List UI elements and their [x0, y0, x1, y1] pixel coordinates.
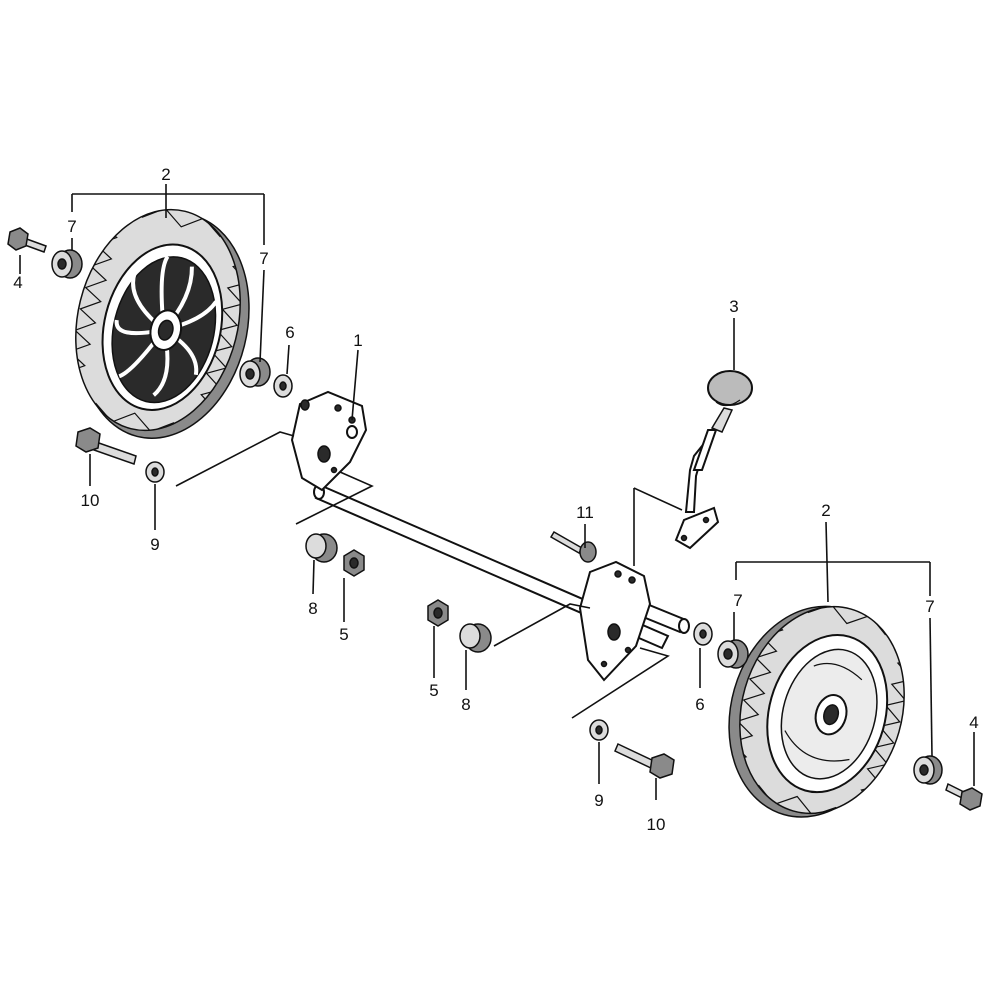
- callout-9-right: 9: [594, 791, 603, 810]
- callout-3: 3: [729, 297, 738, 316]
- bolt-10-right: [614, 742, 675, 779]
- callout-5-right: 5: [429, 681, 438, 700]
- callout-7-left-a: 7: [67, 217, 76, 236]
- bolt-4-right: [945, 782, 983, 811]
- washer-6-right: [693, 622, 713, 646]
- callout-6-right: 6: [695, 695, 704, 714]
- pin-11: [549, 530, 597, 563]
- callout-4-left: 4: [13, 273, 22, 292]
- callout-10-right: 10: [647, 815, 666, 834]
- nut-7-left-a: [51, 249, 83, 279]
- washer-9-left: [145, 461, 165, 483]
- collar-8-left: [305, 533, 338, 563]
- washer-6-left: [273, 374, 293, 398]
- callout-5-left: 5: [339, 625, 348, 644]
- callout-labels: 1 2 2 3 4 4 5 5 6 6 7 7 7 7 8 8 9 9 10 1…: [13, 165, 978, 834]
- bolt-10-left: [75, 427, 137, 465]
- nut-7-left-b: [239, 357, 271, 388]
- callout-8-left: 8: [308, 599, 317, 618]
- callout-7-right-b: 7: [925, 597, 934, 616]
- left-bracket-plate: [290, 390, 368, 492]
- callout-4-right: 4: [969, 713, 978, 732]
- callout-9-left: 9: [150, 535, 159, 554]
- nut-5-left: [343, 549, 365, 577]
- right-bracket-plate: [578, 560, 652, 682]
- callout-8-right: 8: [461, 695, 470, 714]
- left-wheel: [58, 198, 260, 442]
- callout-2-right: 2: [821, 501, 830, 520]
- callout-7-left-b: 7: [259, 249, 268, 268]
- nut-7-right-b: [913, 755, 943, 785]
- callout-2-left: 2: [161, 165, 170, 184]
- collar-8-right: [459, 623, 492, 653]
- callout-6-left: 6: [285, 323, 294, 342]
- bolt-4-left: [7, 227, 47, 253]
- callout-10-left: 10: [81, 491, 100, 510]
- right-wheel: [724, 593, 926, 827]
- nut-7-right-a: [717, 639, 749, 669]
- callout-11: 11: [576, 503, 594, 522]
- height-adjust-lever: [674, 370, 753, 550]
- leader-lines: [19, 184, 975, 800]
- callout-1: 1: [353, 331, 362, 350]
- washer-9-right: [589, 719, 609, 741]
- callout-7-right-a: 7: [733, 591, 742, 610]
- nut-5-right: [427, 599, 449, 627]
